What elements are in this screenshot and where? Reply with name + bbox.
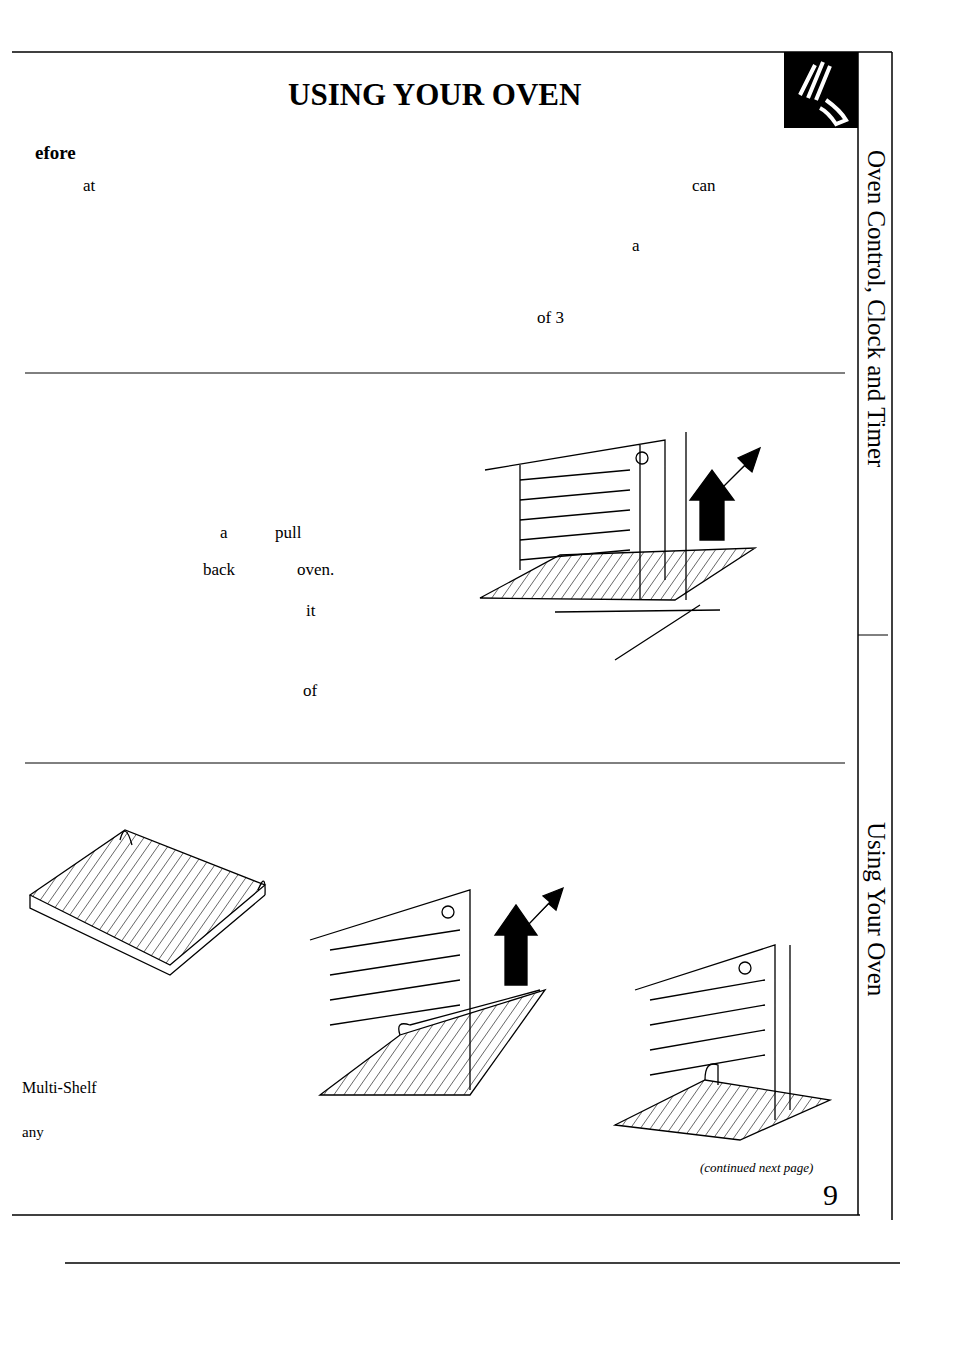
text-fragment: Multi-Shelf [22,1079,97,1097]
shelf-installed-illustration [615,945,830,1140]
side-tab: Oven Control, Clock and Timer [863,150,891,467]
oven-rack-removal [480,432,760,660]
text-fragment: oven. [297,561,334,580]
text-fragment: a [220,524,228,543]
section-heading-fragment: efore [35,143,76,164]
text-fragment: can [692,177,716,196]
side-tab: Using Your Oven [863,822,891,996]
text-fragment: of [303,682,317,701]
text-fragment: a [632,237,640,256]
text-fragment: at [83,177,95,196]
shelf-insert-illustration [310,888,563,1095]
hand-icon [784,52,858,128]
continued-note: (continued next page) [700,1161,813,1175]
text-fragment: any [22,1124,44,1141]
text-fragment: pull [275,524,301,543]
multi-shelf-rack [30,830,265,975]
rules [12,52,900,1263]
text-fragment: of 3 [537,309,564,328]
page-number: 9 [823,1178,838,1211]
text-fragment: back [203,561,235,580]
page-title: USING YOUR OVEN [288,78,581,112]
text-fragment: it [306,602,315,621]
